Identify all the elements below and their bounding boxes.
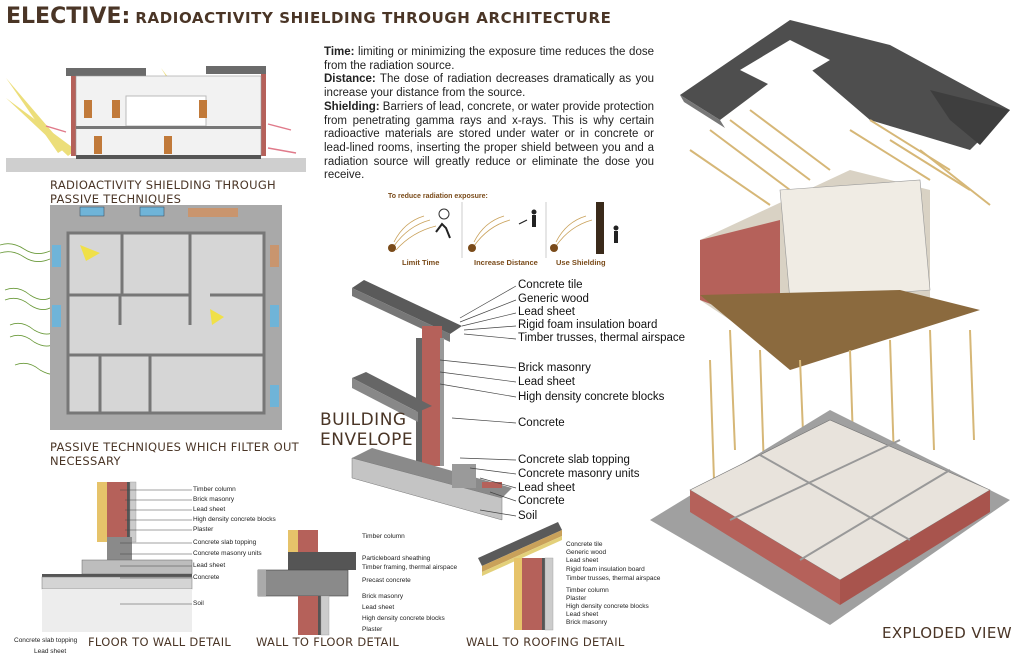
- wtf-label-6: High density concrete blocks: [362, 615, 445, 622]
- wall-to-floor-detail: [257, 530, 356, 636]
- wtr-label-1: Generic wood: [566, 549, 607, 556]
- distance-term: Distance:: [324, 73, 376, 86]
- ftw-label-1: Brick masonry: [193, 496, 235, 503]
- shielding-term: Shielding:: [324, 100, 380, 113]
- wtr-label-2: Lead sheet: [566, 557, 599, 564]
- env-label-soil: Soil: [518, 510, 538, 522]
- reduce-exposure-title: To reduce radiation exposure:: [388, 193, 488, 200]
- env-label-slab-topping: Concrete slab topping: [518, 454, 630, 466]
- title-prefix: ELECTIVE:: [6, 4, 131, 29]
- env-label-cmu: Concrete masonry units: [518, 468, 640, 480]
- description-text: Time: limiting or minimizing the exposur…: [324, 46, 654, 183]
- wtr-label-3: Rigid foam insulation board: [566, 566, 645, 573]
- section-drawing: [6, 66, 306, 172]
- envelope-title-line2: ENVELOPE: [320, 430, 414, 450]
- wall-to-roofing-detail: [478, 522, 562, 631]
- wtr-label-8: Lead sheet: [566, 611, 599, 618]
- ftw-label-9: Soil: [193, 600, 204, 607]
- env-label-concrete: Concrete: [518, 417, 565, 429]
- wtr-label-9: Brick masonry: [566, 619, 608, 626]
- wtf-label-1: Particleboard sheathing: [362, 555, 431, 562]
- reduce-exposure-infographic: [388, 202, 619, 258]
- floor-plan: [0, 205, 282, 430]
- ftw-label-4: Plaster: [193, 526, 214, 533]
- wtf-label-5: Lead sheet: [362, 604, 395, 611]
- exploded-roof: [680, 20, 1010, 150]
- page-title: ELECTIVE: RADIOACTIVITY SHIELDING THROUG…: [6, 4, 611, 29]
- exploded-ground-floor: [650, 410, 1010, 625]
- env-label-brick-masonry: Brick masonry: [518, 362, 591, 374]
- ftw-label-5: Concrete slab topping: [193, 539, 257, 546]
- wall-to-floor-title: WALL TO FLOOR DETAIL: [256, 635, 400, 649]
- env-label-lead-sheet-2: Lead sheet: [518, 376, 575, 388]
- ftw-label-8: Concrete: [193, 574, 220, 581]
- env-label-lead-sheet: Lead sheet: [518, 306, 575, 318]
- env-label-hd-blocks: High density concrete blocks: [518, 391, 665, 403]
- floor-to-wall-detail: [41, 481, 193, 632]
- wall-to-roofing-title: WALL TO ROOFING DETAIL: [466, 635, 625, 649]
- envelope-title-line1: BUILDING: [320, 410, 407, 430]
- ftw-label-3: High density concrete blocks: [193, 516, 276, 523]
- env-label-concrete-2: Concrete: [518, 495, 565, 507]
- increase-distance-label: Increase Distance: [474, 258, 538, 267]
- ftw-bottom-label-0: Concrete slab topping: [14, 637, 78, 644]
- floor-to-wall-leaders: [120, 489, 192, 605]
- ftw-label-7: Lead sheet: [193, 562, 226, 569]
- plan-caption: PASSIVE TECHNIQUES WHICH FILTER OUT NECE…: [50, 440, 300, 468]
- wtf-label-4: Brick masonry: [362, 593, 404, 600]
- ftw-bottom-label-1: Lead sheet: [34, 648, 67, 655]
- exploded-view-caption: EXPLODED VIEW: [882, 624, 1012, 642]
- wtf-label-7: Plaster: [362, 626, 383, 633]
- ftw-label-2: Lead sheet: [193, 506, 226, 513]
- wtr-label-7: High density concrete blocks: [566, 603, 649, 610]
- time-term: Time:: [324, 46, 355, 58]
- wtf-label-3: Precast concrete: [362, 577, 411, 584]
- env-label-concrete-tile: Concrete tile: [518, 279, 583, 291]
- env-label-generic-wood: Generic wood: [518, 293, 589, 305]
- building-envelope-leaders: [439, 285, 517, 517]
- shielding-text: Barriers of lead, concrete, or water pro…: [324, 100, 654, 182]
- limit-time-label: Limit Time: [402, 258, 440, 267]
- env-label-rigid-foam: Rigid foam insulation board: [518, 319, 658, 331]
- section-caption: RADIOACTIVITY SHIELDING THROUGH PASSIVE …: [50, 178, 276, 206]
- exploded-upper-floor: [700, 170, 980, 370]
- wtf-label-0: Timber column: [362, 533, 405, 540]
- building-envelope-title: BUILDING ENVELOPE: [320, 410, 413, 450]
- wtr-label-4: Timber trusses, thermal airspace: [566, 575, 661, 582]
- env-label-lead-sheet-3: Lead sheet: [518, 482, 575, 494]
- ftw-label-6: Concrete masonry units: [193, 550, 262, 557]
- env-label-timber-trusses: Timber trusses, thermal airspace: [518, 332, 686, 344]
- use-shielding-label: Use Shielding: [556, 258, 606, 267]
- time-text: limiting or minimizing the exposure time…: [324, 46, 654, 72]
- ftw-label-0: Timber column: [193, 486, 236, 493]
- wtr-label-5: Timber column: [566, 587, 609, 594]
- title-main: RADIOACTIVITY SHIELDING THROUGH ARCHITEC…: [135, 9, 612, 27]
- wtr-label-6: Plaster: [566, 595, 587, 602]
- distance-text: The dose of radiation decreases dramatic…: [324, 73, 654, 100]
- floor-to-wall-title: FLOOR TO WALL DETAIL: [88, 635, 232, 649]
- exploded-view-drawing: [650, 20, 1010, 625]
- wtr-label-0: Concrete tile: [566, 541, 603, 548]
- wtf-label-2: Timber framing, thermal airspace: [362, 564, 458, 571]
- building-envelope-drawing: [351, 280, 512, 521]
